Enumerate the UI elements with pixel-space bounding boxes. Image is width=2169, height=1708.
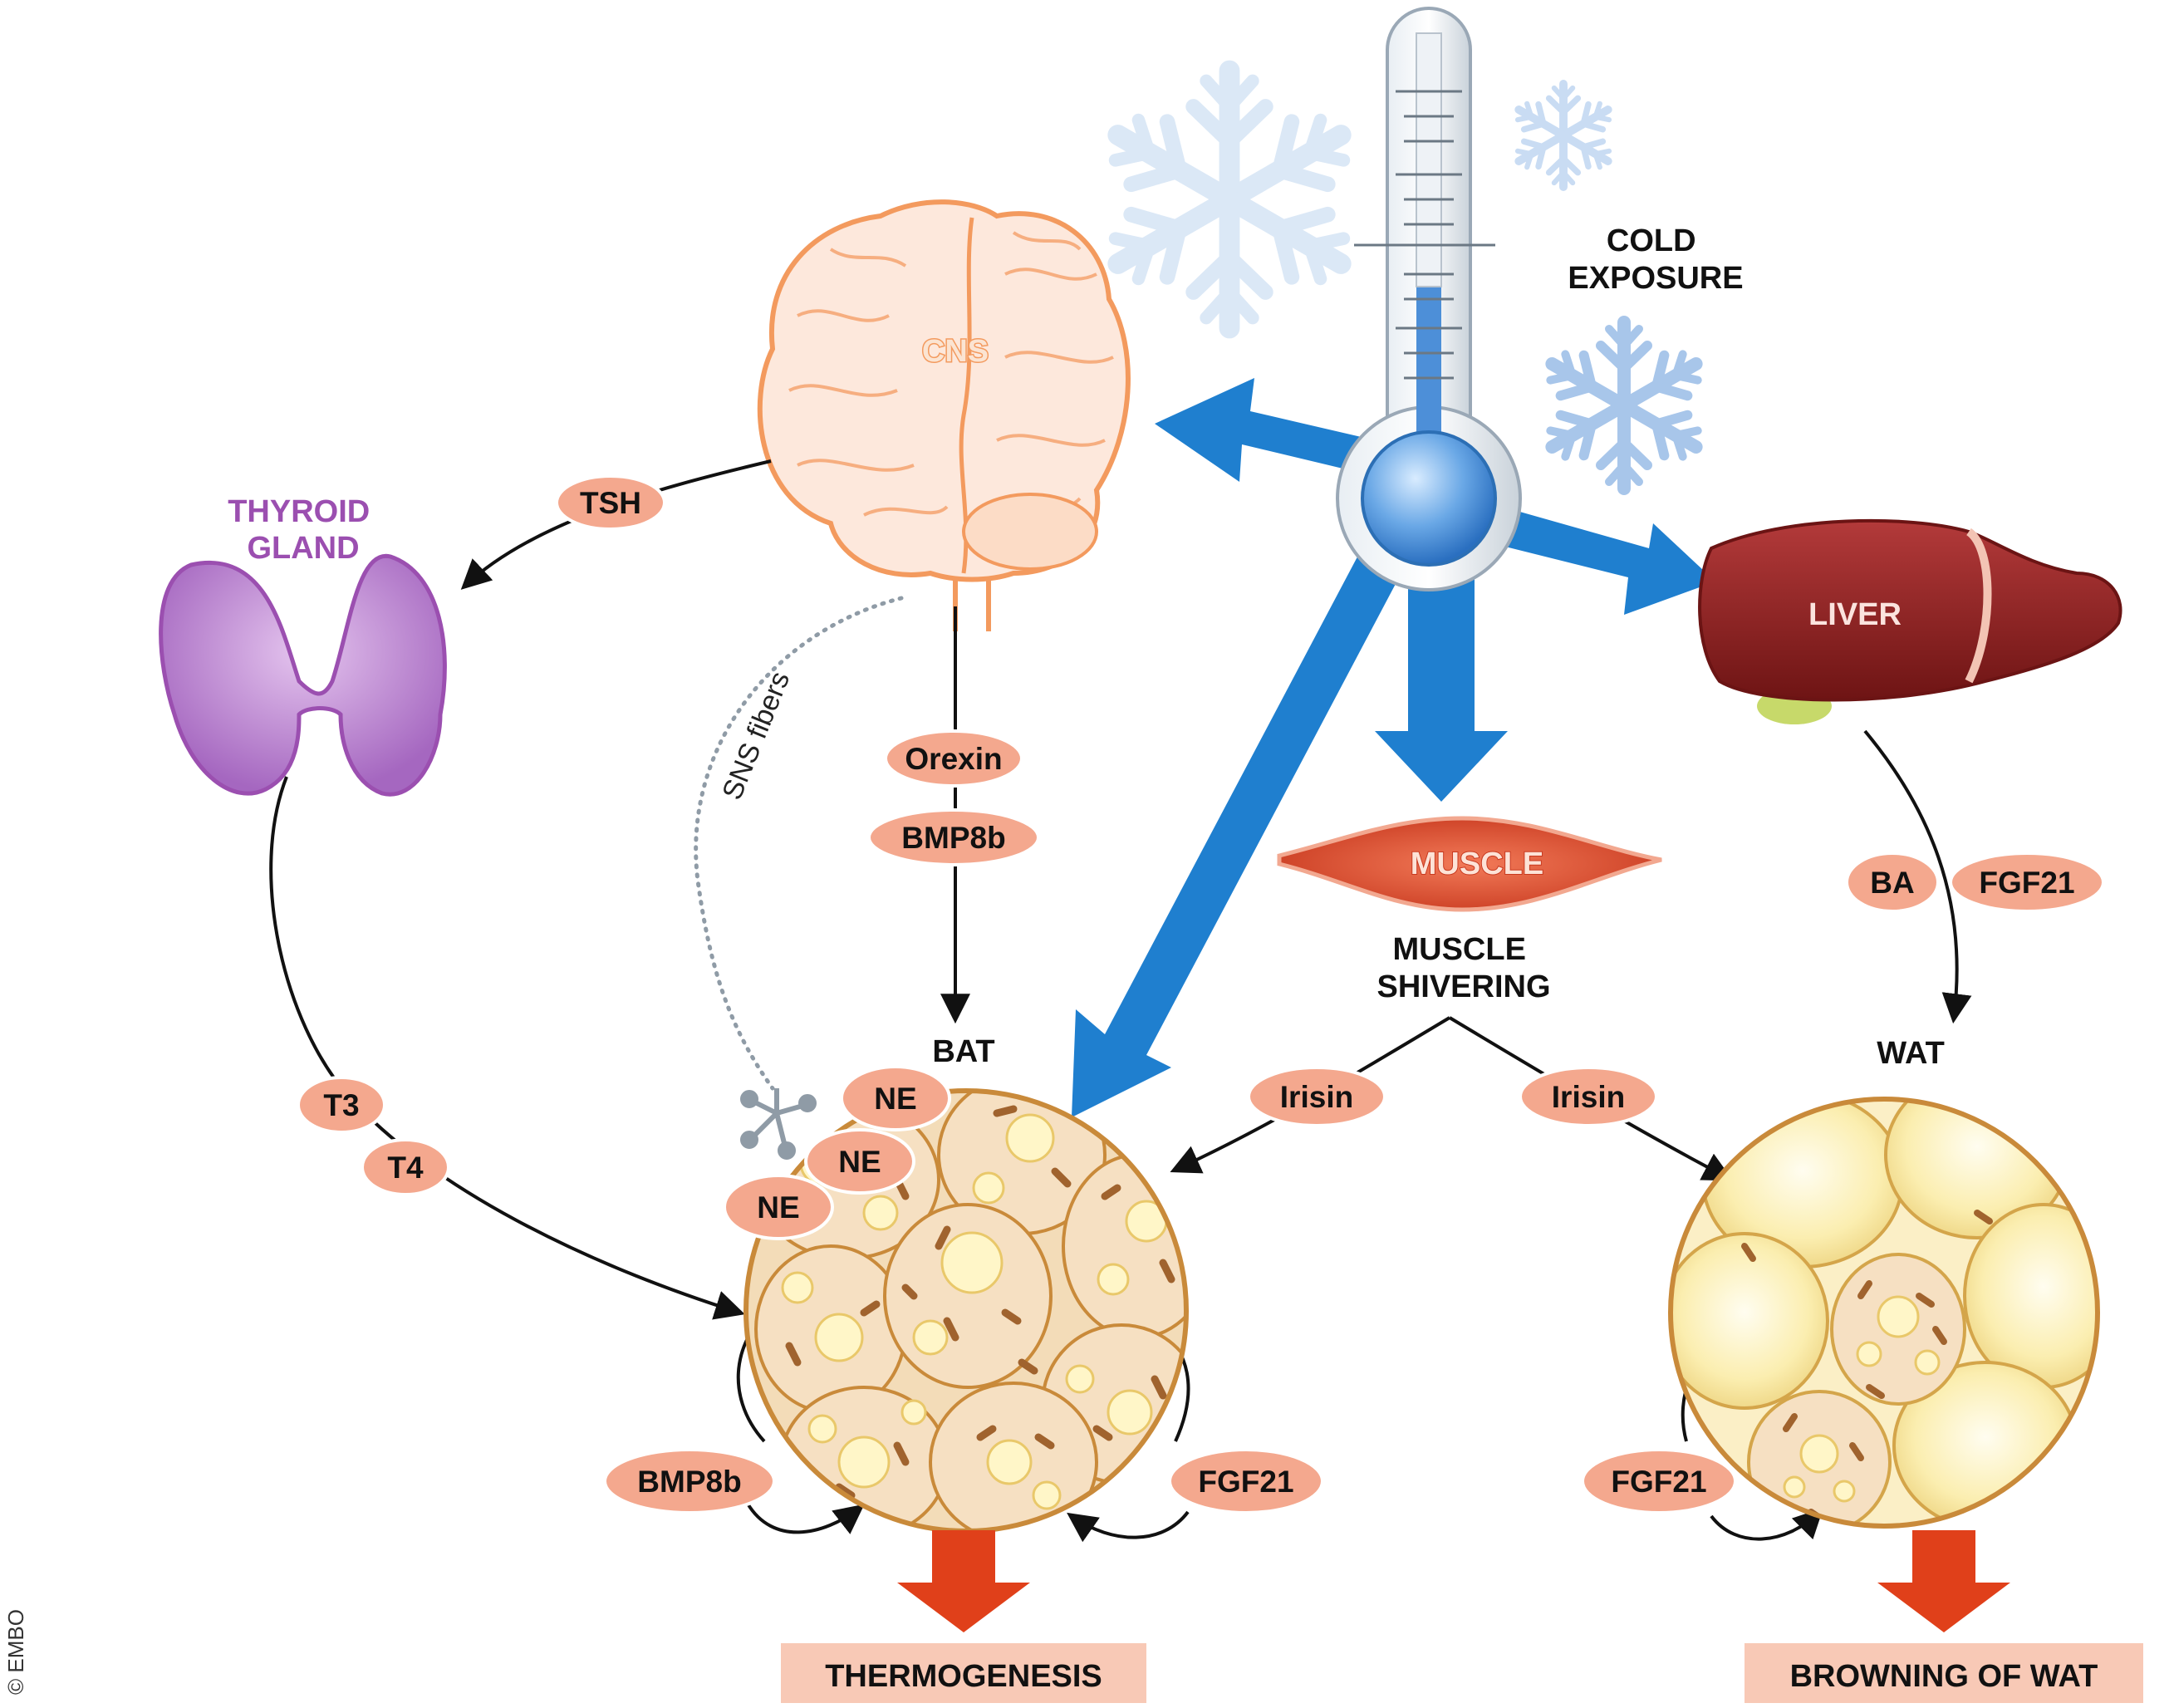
liver-icon xyxy=(1698,518,2122,724)
copyright-label: © EMBO xyxy=(3,1609,28,1695)
bmp8b-cns-pill: BMP8b xyxy=(867,808,1040,866)
svg-text:FGF21: FGF21 xyxy=(1611,1465,1706,1499)
svg-text:TSH: TSH xyxy=(580,486,641,520)
irisin-left-pill: Irisin xyxy=(1247,1066,1386,1127)
cns-label: CNS xyxy=(922,334,989,369)
t3-pill: T3 xyxy=(297,1076,386,1134)
svg-text:Orexin: Orexin xyxy=(905,742,1002,776)
bat-label: BAT xyxy=(932,1034,994,1069)
nerve-terminal-icon xyxy=(740,1088,817,1160)
t4-pill: T4 xyxy=(361,1138,450,1196)
thyroid-gland-label: THYROID GLAND xyxy=(228,494,379,566)
browning-of-wat-label: BROWNING OF WAT xyxy=(1790,1659,2098,1694)
cold-exposure-label: COLD EXPOSURE xyxy=(1568,223,1743,296)
arrow-to-muscle xyxy=(1375,544,1508,802)
wat-label: WAT xyxy=(1877,1036,1945,1071)
muscle-icon xyxy=(1277,816,1662,912)
wat-tissue-icon xyxy=(1668,1097,2100,1529)
svg-text:FGF21: FGF21 xyxy=(1979,866,2074,900)
liver-label: LIVER xyxy=(1808,597,1902,632)
outcome-arrows xyxy=(897,1530,2010,1632)
svg-text:NE: NE xyxy=(757,1190,799,1225)
ne-pill-2: NE xyxy=(804,1128,915,1195)
brain-icon xyxy=(757,199,1131,631)
svg-text:BA: BA xyxy=(1870,866,1914,900)
thyroid-gland-icon xyxy=(159,553,447,797)
svg-text:BMP8b: BMP8b xyxy=(637,1465,741,1499)
liver-to-wat-arrow xyxy=(1863,729,1972,1024)
svg-text:T4: T4 xyxy=(387,1151,424,1185)
thermogenesis-arrow xyxy=(897,1530,1030,1632)
irisin-right-pill: Irisin xyxy=(1519,1066,1658,1127)
arrow-to-bat xyxy=(1072,532,1412,1117)
svg-text:Irisin: Irisin xyxy=(1280,1080,1353,1114)
svg-text:NE: NE xyxy=(838,1145,881,1179)
fgf21-liver-pill: FGF21 xyxy=(1949,852,2105,913)
orexin-pill: Orexin xyxy=(884,729,1023,788)
thermogenesis-label: THERMOGENESIS xyxy=(825,1659,1102,1694)
bat-tissue-icon xyxy=(743,1088,1189,1534)
tsh-pill: TSH xyxy=(555,474,666,531)
snowflake-small-icon xyxy=(1512,84,1616,187)
snowflake-large-icon xyxy=(1100,71,1359,328)
svg-text:FGF21: FGF21 xyxy=(1198,1465,1293,1499)
thermogenesis-box: THERMOGENESIS xyxy=(781,1643,1146,1703)
fgf21-wat-pill: FGF21 xyxy=(1581,1448,1737,1514)
ba-pill: BA xyxy=(1845,852,1940,913)
fgf21-bat-pill: FGF21 xyxy=(1168,1448,1324,1514)
snowflake-medium-icon xyxy=(1540,322,1707,488)
svg-text:NE: NE xyxy=(874,1082,916,1116)
thermometer-icon xyxy=(1336,7,1522,591)
muscle-label: MUSCLE xyxy=(1411,847,1543,881)
svg-text:BMP8b: BMP8b xyxy=(901,821,1005,855)
svg-text:T3: T3 xyxy=(323,1088,359,1122)
svg-text:Irisin: Irisin xyxy=(1552,1080,1625,1114)
sns-fibers-dotted-path xyxy=(694,596,904,1091)
bmp8b-bat-pill: BMP8b xyxy=(603,1448,776,1514)
ne-pill-3: NE xyxy=(723,1174,834,1240)
signal-pills: TSH Orexin BMP8b T3 T4 NE NE NE xyxy=(297,474,2105,1514)
browning-arrow xyxy=(1877,1530,2010,1632)
ne-pill-1: NE xyxy=(840,1065,951,1131)
muscle-shivering-label: MUSCLE SHIVERING xyxy=(1376,932,1550,1004)
thyroid-to-bat-arrow xyxy=(269,776,745,1320)
browning-of-wat-box: BROWNING OF WAT xyxy=(1745,1643,2143,1703)
